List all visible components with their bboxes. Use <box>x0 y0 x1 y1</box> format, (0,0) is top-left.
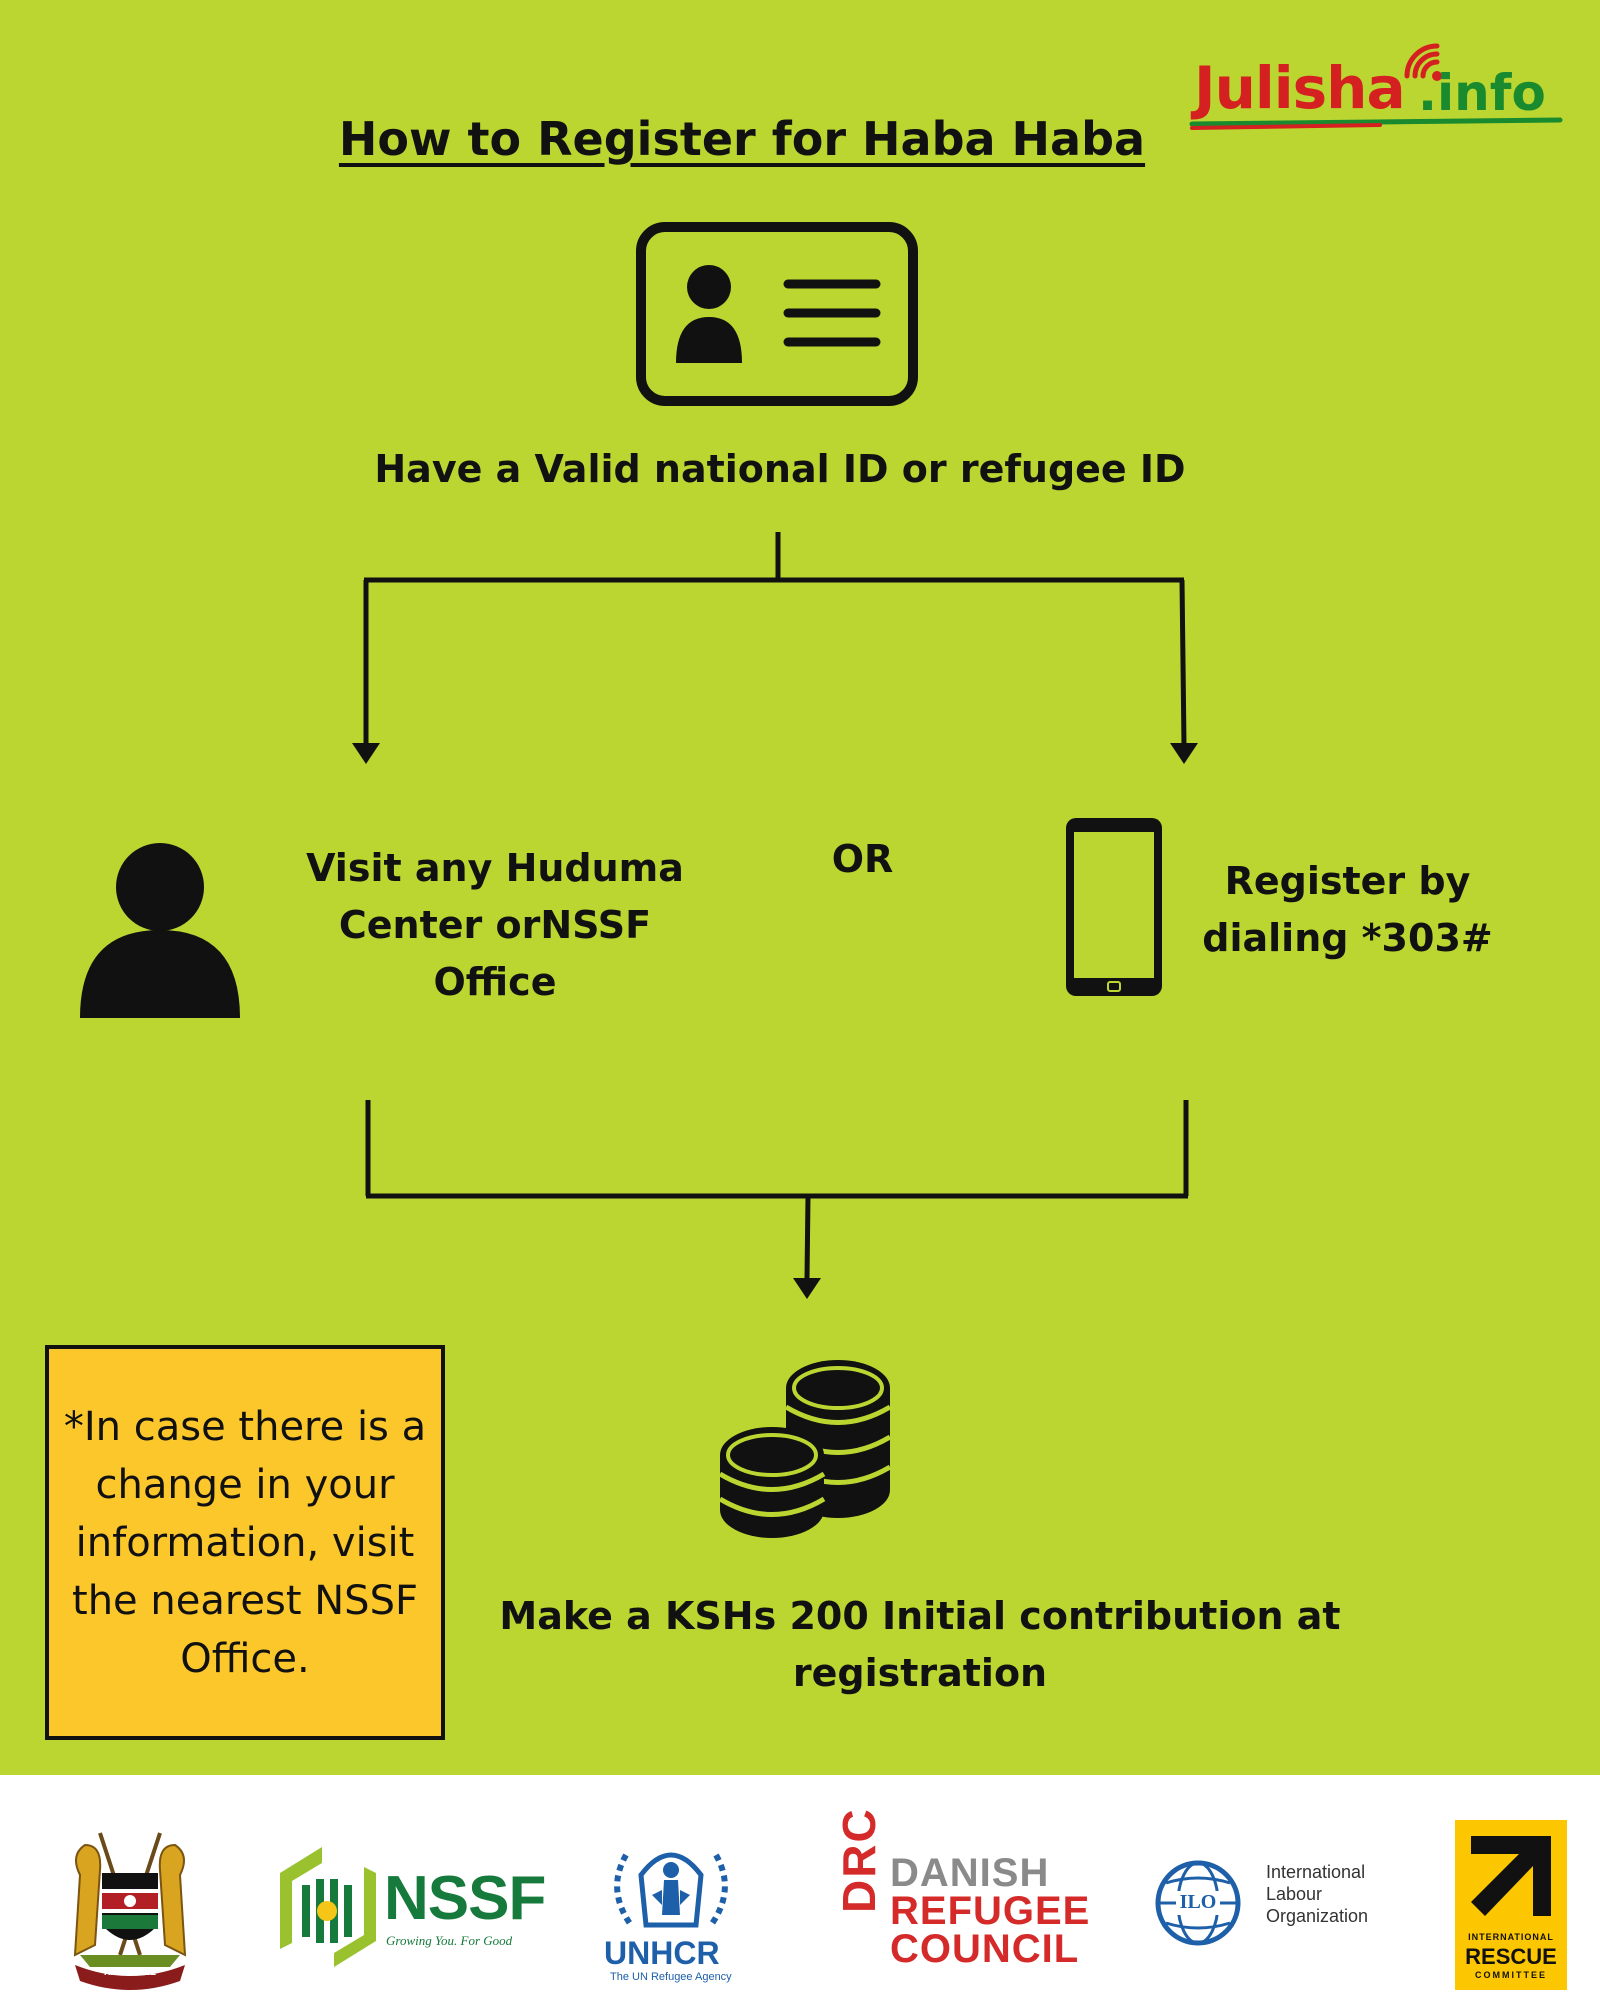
irc-arrow-icon <box>1471 1836 1551 1916</box>
ilo-logo: ILO International Labour Organization <box>1148 1853 1378 1953</box>
id-card-icon <box>636 222 918 406</box>
phone-icon <box>1066 818 1162 996</box>
person-icon <box>80 843 240 1018</box>
irc-line-committee: COMMITTEE <box>1475 1970 1547 1980</box>
julisha-name: Julisha <box>1194 54 1406 122</box>
coat-of-arms-icon <box>73 1832 187 1990</box>
drc-line-council: COUNCIL <box>890 1927 1080 1971</box>
kenya-motto: HARAMBEE <box>103 1967 156 1977</box>
visit-office-text: Visit any Huduma Center orNSSF Office <box>306 846 684 1004</box>
unhcr-tagline: The UN Refugee Agency <box>610 1971 732 1983</box>
drc-mark: DRC <box>833 1807 885 1913</box>
note-text: *In case there is a change in your infor… <box>63 1403 427 1682</box>
partner-footer: HARAMBEE NSSF Growing You. For Good <box>0 1775 1600 2000</box>
drc-line-refugee: REFUGEE <box>890 1889 1091 1933</box>
merge-connector <box>365 1100 1189 1279</box>
kenya-coat-of-arms-logo: HARAMBEE <box>40 1815 220 1990</box>
arrow-down-head <box>793 1278 821 1299</box>
nssf-mark-icon <box>280 1847 376 1967</box>
ilo-line-international: International <box>1266 1862 1366 1882</box>
nssf-name: NSSF <box>384 1864 546 1933</box>
page-title: How to Register for Haba Haba <box>338 112 1146 166</box>
or-label: OR <box>831 837 894 881</box>
nssf-tagline: Growing You. For Good <box>386 1933 513 1948</box>
irc-logo: INTERNATIONAL RESCUE COMMITTEE <box>1455 1820 1567 1990</box>
unhcr-logo: UNHCR The UN Refugee Agency <box>596 1835 746 1983</box>
irc-line-rescue: RESCUE <box>1465 1944 1557 1969</box>
ilo-mark: ILO <box>1179 1891 1217 1913</box>
drc-line-danish: DANISH <box>890 1851 1050 1895</box>
id-requirement-text: Have a Valid national ID or refugee ID <box>374 447 1186 491</box>
ilo-globe-icon <box>1155 1860 1241 1946</box>
dial-ussd-text: Register by dialing *303# <box>1202 859 1493 960</box>
drc-logo: DRC DANISH REFUGEE COUNCIL <box>832 1807 1089 1970</box>
ilo-line-labour: Labour <box>1266 1884 1323 1904</box>
unhcr-mark-icon <box>614 1852 728 1928</box>
branch-connector <box>363 532 1187 746</box>
contribution-text: Make a KSHs 200 Initial contribution at … <box>499 1594 1341 1695</box>
note-box: *In case there is a change in your infor… <box>45 1345 445 1740</box>
arrow-right-head <box>1170 743 1198 764</box>
unhcr-name: UNHCR <box>604 1935 720 1971</box>
signal-icon <box>1189 43 1563 130</box>
coins-icon <box>718 1360 892 1538</box>
arrow-left-head <box>352 743 380 764</box>
irc-line-international: INTERNATIONAL <box>1468 1932 1554 1942</box>
julisha-domain: .info <box>1418 64 1546 122</box>
nssf-logo: NSSF Growing You. For Good <box>272 1843 546 1973</box>
flow-diagram <box>80 222 1198 1538</box>
ilo-line-organization: Organization <box>1266 1906 1369 1926</box>
julisha-logo: Julisha .info <box>1180 24 1570 134</box>
